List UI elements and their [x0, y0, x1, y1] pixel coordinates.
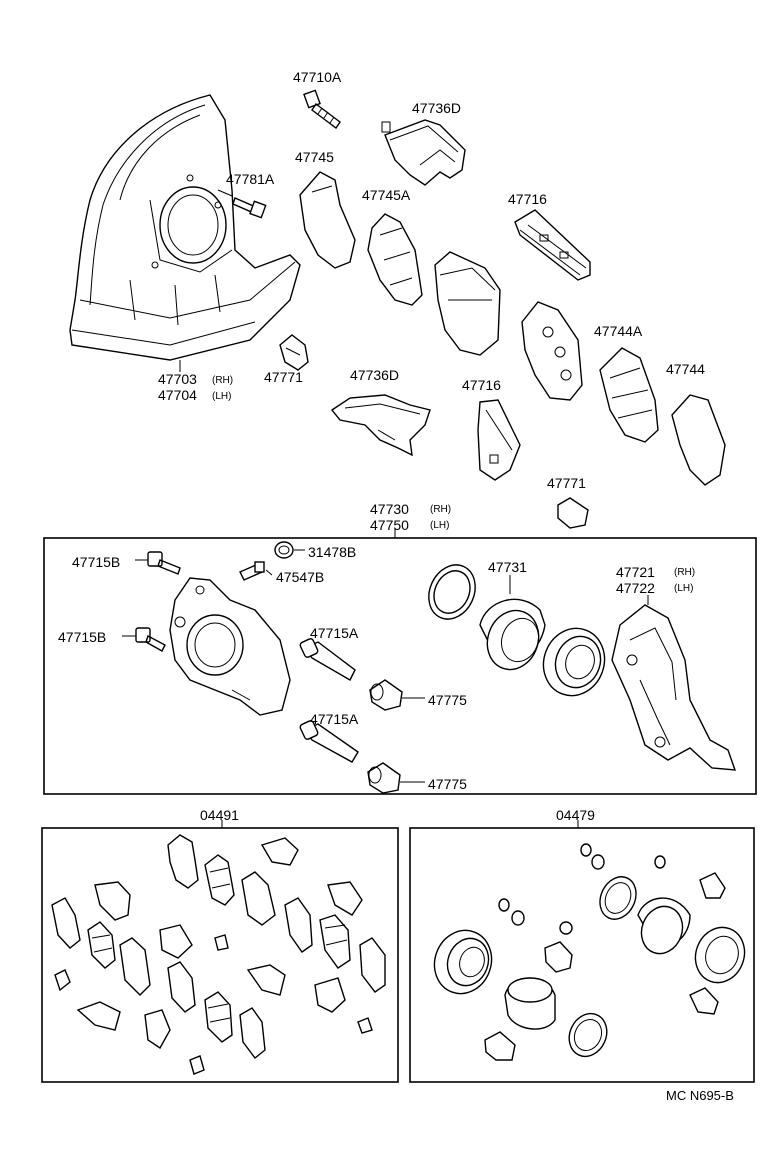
- label-47721: 47721: [616, 564, 655, 580]
- label-47750-side: (LH): [430, 520, 449, 531]
- caliper-body-part: [169, 577, 291, 716]
- pad-shim-47745-part: [299, 171, 356, 269]
- label-47744: 47744: [666, 361, 705, 377]
- pad-support-47716-mid-part: [477, 399, 521, 481]
- label-47715A-top: 47715A: [310, 625, 359, 641]
- footer-code: MC N695-B: [666, 1088, 734, 1103]
- label-47731: 47731: [488, 559, 527, 575]
- label-04491: 04491: [200, 807, 239, 823]
- shim-47736D-mid-part: [330, 394, 431, 457]
- label-47704-side: (LH): [212, 391, 231, 402]
- clip-47771-right-part: [557, 497, 589, 529]
- label-47721-side: (RH): [674, 567, 695, 578]
- label-47750: 47750: [370, 517, 409, 533]
- shim-47736D-top-part: [381, 119, 466, 186]
- label-47710A: 47710A: [293, 69, 342, 85]
- seal-kit-parts: [433, 843, 746, 1061]
- bolt-47715B-top-part: [135, 551, 181, 575]
- pin-47715A-bot-part: [299, 720, 359, 763]
- caliper-assembly-box: [43, 537, 757, 795]
- pad-shim-47745A-part: [367, 213, 423, 306]
- label-47736D-top: 47736D: [412, 100, 461, 116]
- label-47716-mid: 47716: [462, 377, 501, 393]
- piston-seal-part: [428, 564, 476, 620]
- label-47716-top: 47716: [508, 191, 547, 207]
- label-47736D-mid: 47736D: [350, 367, 399, 383]
- seal-kit-box: [409, 827, 755, 1083]
- piston-47731-part: [479, 575, 546, 671]
- label-47744A: 47744A: [594, 323, 643, 339]
- brake-pad-holes-part: [521, 301, 583, 401]
- label-47547B: 47547B: [276, 569, 324, 585]
- label-47704: 47704: [158, 387, 197, 403]
- brake-pad-center-part: [434, 251, 501, 356]
- torque-plate-part: [611, 595, 737, 771]
- label-47775-top: 47775: [428, 692, 467, 708]
- label-47781A: 47781A: [226, 171, 275, 187]
- bolt-47781A-part: [217, 189, 267, 219]
- label-47745: 47745: [295, 149, 334, 165]
- label-47775-bot: 47775: [428, 776, 467, 792]
- label-47722: 47722: [616, 580, 655, 596]
- boot-47775-bot-part: [367, 762, 425, 794]
- clip-47771-left-part: [279, 334, 309, 371]
- bolt-47715B-mid-part: [122, 627, 166, 652]
- bleeder-47547B-part: [239, 561, 273, 581]
- label-47771-right: 47771: [547, 475, 586, 491]
- label-47703: 47703: [158, 371, 197, 387]
- label-47722-side: (LH): [674, 583, 693, 594]
- bolt-47710A-part: [303, 89, 341, 130]
- label-47730-side: (RH): [430, 504, 451, 515]
- label-47703-side: (RH): [212, 375, 233, 386]
- piston-boot-part: [542, 627, 606, 697]
- boot-47775-top-part: [369, 679, 425, 711]
- label-31478B: 31478B: [308, 544, 356, 560]
- pad-kit-box: [41, 827, 399, 1083]
- label-47715B-mid: 47715B: [58, 629, 106, 645]
- pad-support-47716-top-part: [514, 209, 591, 281]
- label-47715B-top: 47715B: [72, 554, 120, 570]
- pad-shim-47744-part: [671, 394, 726, 486]
- label-47715A-bot: 47715A: [310, 711, 359, 727]
- cap-31478B-part: [274, 541, 305, 559]
- label-47745A: 47745A: [362, 187, 411, 203]
- label-04479: 04479: [556, 807, 595, 823]
- dust-shield-part: [69, 94, 301, 372]
- label-47771-left: 47771: [264, 369, 303, 385]
- pad-47744A-part: [599, 347, 659, 443]
- label-47730: 47730: [370, 501, 409, 517]
- pad-kit-parts: [51, 834, 386, 1075]
- pin-47715A-top-part: [299, 638, 356, 681]
